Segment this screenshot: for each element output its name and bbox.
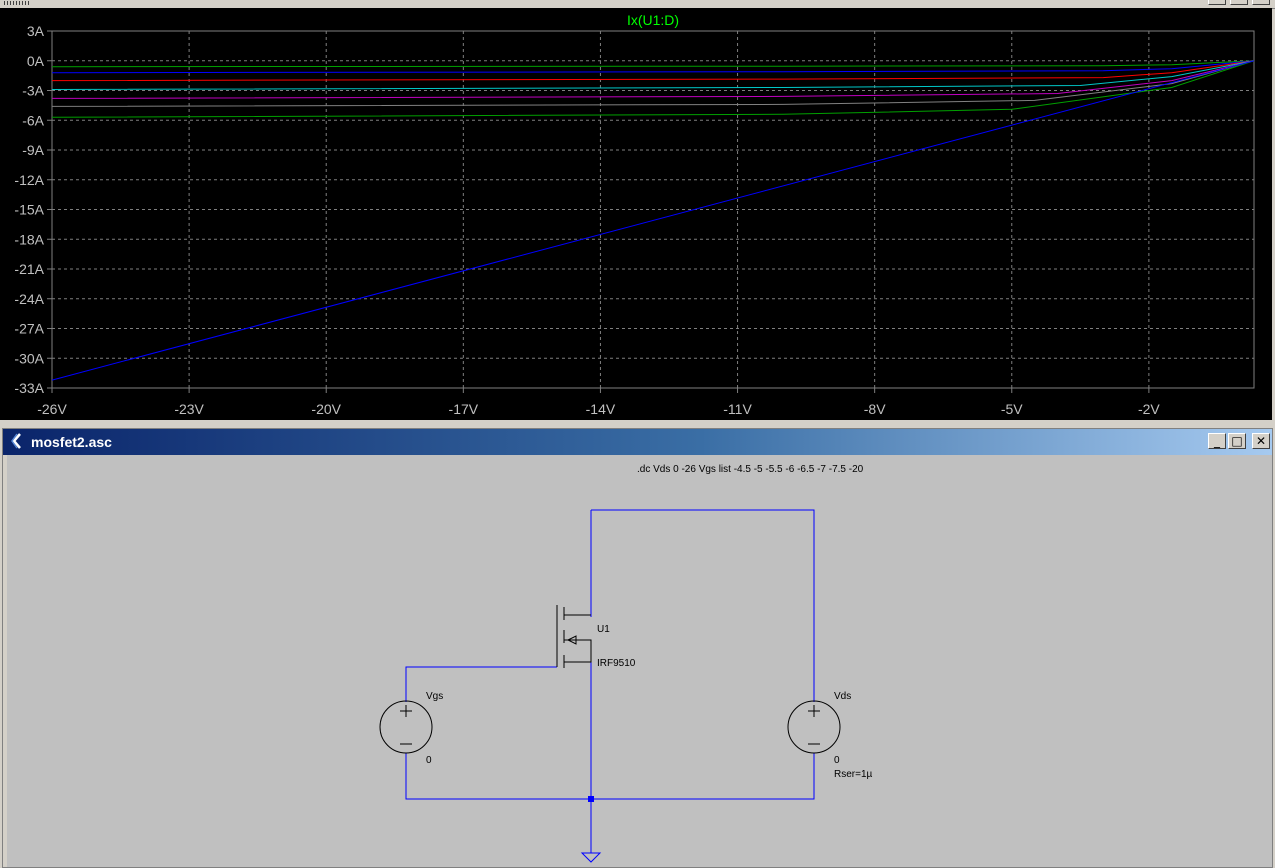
minimize-button[interactable]: _ xyxy=(1208,433,1226,449)
schematic-window: mosfet2.asc _ □ ✕ .dc Vds 0 -26 Vgs list… xyxy=(2,428,1273,868)
pmos-transistor-icon[interactable] xyxy=(556,605,592,668)
y-tick-label: -15A xyxy=(14,202,44,218)
x-tick-label: -5V xyxy=(1001,401,1023,417)
trace-line[interactable] xyxy=(51,60,1255,107)
x-tick-label: -8V xyxy=(864,401,886,417)
wire-drain-to-vds[interactable] xyxy=(591,509,815,702)
y-tick-label: -24A xyxy=(14,291,44,307)
y-tick-label: -18A xyxy=(14,231,44,247)
wire-junction xyxy=(588,796,594,802)
x-tick-label: -23V xyxy=(174,401,204,417)
trace-line[interactable] xyxy=(51,60,1255,381)
waveform-plot-pane[interactable]: 3A 0A -3A -6A -9A -12A -15A -18A -21A -24A -27A -30… xyxy=(0,8,1272,420)
trace-group xyxy=(51,60,1255,381)
close-button[interactable]: ✕ xyxy=(1252,433,1270,449)
schematic-titlebar[interactable]: mosfet2.asc _ □ ✕ xyxy=(3,429,1272,455)
y-tick-label: -12A xyxy=(14,172,44,188)
ltspice-icon xyxy=(11,433,21,449)
schematic-canvas[interactable]: .dc Vds 0 -26 Vgs list -4.5 -5 -5.5 -6 -… xyxy=(7,455,1272,867)
x-tick-label: -26V xyxy=(37,401,67,417)
y-tick-label: 3A xyxy=(27,23,45,39)
grip-icon xyxy=(4,1,30,5)
x-tick-label: -17V xyxy=(449,401,479,417)
waveform-window: 3A 0A -3A -6A -9A -12A -15A -18A -21A -24A -27A -30… xyxy=(0,0,1275,424)
x-tick-label: -14V xyxy=(586,401,616,417)
trace-line[interactable] xyxy=(51,60,1255,68)
minimize-button[interactable] xyxy=(1208,0,1226,5)
waveform-plot[interactable]: 3A 0A -3A -6A -9A -12A -15A -18A -21A -24A -27A -30… xyxy=(0,8,1272,420)
vds-rser[interactable]: Rser=1µ xyxy=(834,769,873,780)
plot-grid xyxy=(51,30,1255,389)
y-tick-label: -9A xyxy=(22,142,44,158)
vds-name[interactable]: Vds xyxy=(834,691,851,702)
vgs-value[interactable]: 0 xyxy=(426,755,432,766)
y-tick-label: -21A xyxy=(14,261,44,277)
trace-line[interactable] xyxy=(51,60,1255,118)
ground-icon[interactable] xyxy=(580,852,602,863)
wire-vgs-to-gate[interactable] xyxy=(405,666,557,702)
trace-title[interactable]: Ix(U1:D) xyxy=(627,12,679,28)
trace-line[interactable] xyxy=(51,60,1255,82)
x-axis-ticks: -26V -23V -20V -17V -14V -11V -8V -5V -2V xyxy=(37,388,1160,417)
y-tick-label: -30A xyxy=(14,350,44,366)
vds-value[interactable]: 0 xyxy=(834,755,840,766)
x-tick-label: -2V xyxy=(1138,401,1160,417)
close-button[interactable] xyxy=(1252,0,1270,5)
trace-line[interactable] xyxy=(51,60,1255,90)
voltage-source-vds-icon[interactable] xyxy=(787,700,841,754)
y-tick-label: 0A xyxy=(27,53,45,69)
vgs-name[interactable]: Vgs xyxy=(426,691,443,702)
y-tick-label: -6A xyxy=(22,112,44,128)
trace-line[interactable] xyxy=(51,60,1255,99)
trace-line[interactable] xyxy=(51,60,1255,74)
y-tick-label: -33A xyxy=(14,380,44,396)
y-tick-label: -3A xyxy=(22,83,44,99)
spice-directive[interactable]: .dc Vds 0 -26 Vgs list -4.5 -5 -5.5 -6 -… xyxy=(637,464,864,475)
voltage-source-vgs-icon[interactable] xyxy=(379,700,433,754)
y-axis-ticks: 3A 0A -3A -6A -9A -12A -15A -18A -21A -24A -27A -30… xyxy=(14,23,52,396)
maximize-button[interactable]: □ xyxy=(1228,433,1246,449)
x-tick-label: -11V xyxy=(723,401,752,417)
x-tick-label: -20V xyxy=(311,401,341,417)
window-title: mosfet2.asc xyxy=(31,434,112,450)
maximize-button[interactable] xyxy=(1230,0,1248,5)
mosfet-model[interactable]: IRF9510 xyxy=(597,658,636,669)
y-tick-label: -27A xyxy=(14,321,44,337)
wire-ground-bus[interactable] xyxy=(405,753,815,800)
wires xyxy=(405,509,815,853)
mosfet-name[interactable]: U1 xyxy=(597,624,610,635)
